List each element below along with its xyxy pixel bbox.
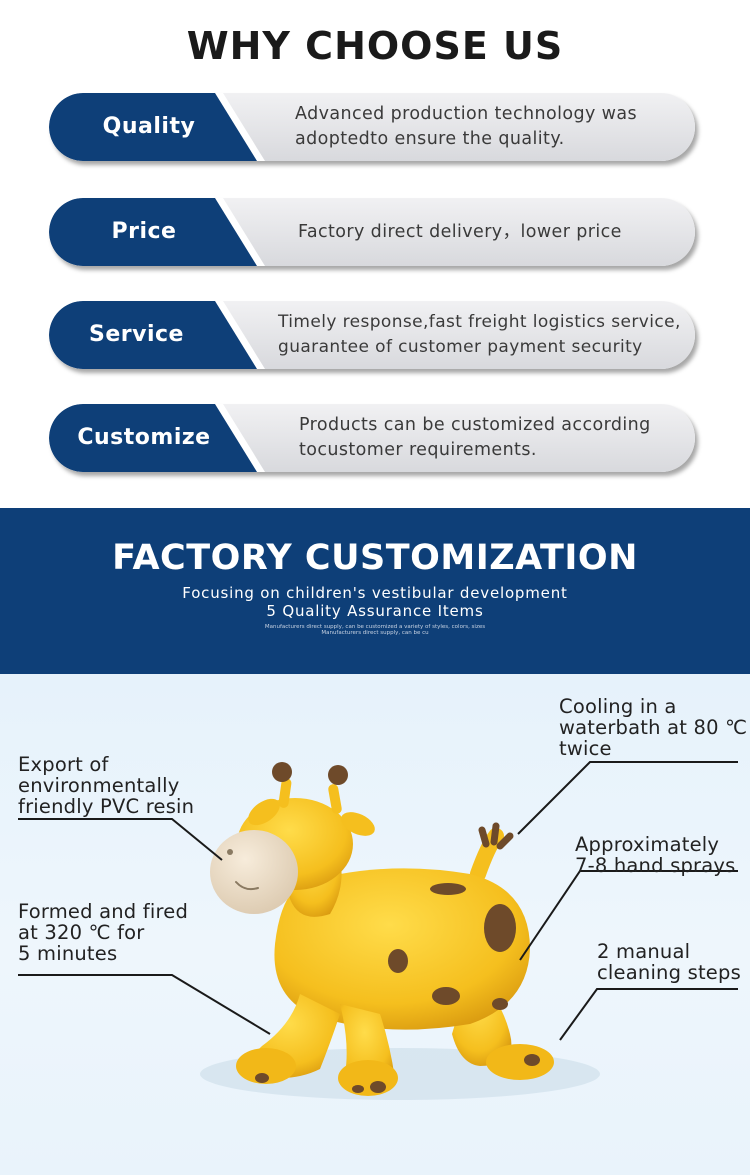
callout-formed-fired: Formed and fired at 320 ℃ for 5 minutes bbox=[18, 900, 189, 965]
factory-fine-print: Manufacturers direct supply, can be cust… bbox=[264, 624, 486, 630]
product-features-section: Export of environmentally friendly PVC r… bbox=[0, 674, 750, 1175]
callout-pvc-resin: Export of environmentally friendly PVC r… bbox=[18, 753, 195, 818]
feature-label-customize: Customize bbox=[77, 425, 211, 450]
feature-desc-service: Timely response,fast freight logistics s… bbox=[278, 312, 681, 357]
callout-cleaning-steps: 2 manual cleaning steps bbox=[597, 940, 741, 984]
feature-quality: Quality Advanced production technology w… bbox=[49, 93, 699, 165]
factory-customization-banner: FACTORY CUSTOMIZATION Focusing on childr… bbox=[0, 508, 750, 674]
callout-cooling: Cooling in a waterbath at 80 ℃ twice bbox=[559, 695, 748, 760]
factory-title: FACTORY CUSTOMIZATION bbox=[112, 538, 638, 578]
feature-price: Price Factory direct delivery，lower pric… bbox=[49, 198, 699, 270]
giraffe-bouncer-image bbox=[200, 762, 600, 1100]
factory-fine-print-2: Manufacturers direct supply, can be cu bbox=[321, 630, 429, 636]
feature-label-service: Service bbox=[89, 322, 184, 347]
factory-subtitle: Focusing on children's vestibular develo… bbox=[182, 584, 568, 602]
feature-desc-price: Factory direct delivery，lower price bbox=[298, 221, 622, 242]
why-choose-us-section: WHY CHOOSE US Quality Advanced productio… bbox=[0, 0, 750, 508]
feature-label-price: Price bbox=[111, 219, 177, 244]
factory-subtitle-items: 5 Quality Assurance Items bbox=[266, 602, 484, 620]
callout-lines bbox=[18, 761, 738, 1041]
feature-customize: Customize Products can be customized acc… bbox=[49, 404, 699, 476]
feature-label-quality: Quality bbox=[102, 114, 196, 139]
callout-hand-sprays: Approximately 7-8 hand sprays bbox=[575, 833, 736, 877]
why-choose-us-title: WHY CHOOSE US bbox=[186, 24, 564, 68]
feature-service: Service Timely response,fast freight log… bbox=[49, 301, 699, 373]
